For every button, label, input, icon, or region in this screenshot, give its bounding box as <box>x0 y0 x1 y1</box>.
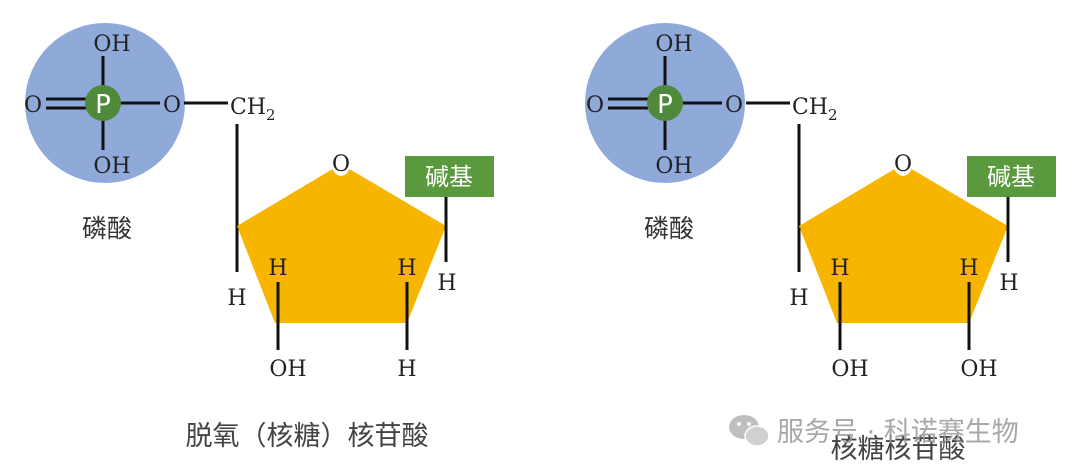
phosphate-label: 磷酸 <box>644 214 694 243</box>
phosphate-o-right: O <box>725 93 743 118</box>
h-c3: H <box>268 256 287 281</box>
phosphate-label: 磷酸 <box>82 214 132 243</box>
phosphate-o-left: O <box>24 93 42 118</box>
c2-substituent: OH <box>960 357 997 382</box>
ring-oxygen: O <box>894 152 912 177</box>
base-label: 碱基 <box>425 163 473 191</box>
phosphate-oh-top: OH <box>655 32 692 57</box>
ring-oxygen-bg <box>331 148 351 176</box>
c3-substituent: OH <box>269 357 306 382</box>
ch2-group: CH2 <box>792 95 838 124</box>
base-box <box>967 156 1056 197</box>
phosphorus-atom <box>85 85 121 121</box>
base-label: 碱基 <box>987 163 1035 191</box>
ch2-group: CH2 <box>230 95 276 124</box>
ribonucleotide-structure: P OH OH O O 磷酸 CH2 O H H OH H OH H 碱基 核糖… <box>585 23 1056 465</box>
h-c3: H <box>830 256 849 281</box>
deoxyribose-ring <box>237 164 446 323</box>
ring-oxygen: O <box>332 152 350 177</box>
deoxyribonucleotide-caption: 脱氧（核糖）核苷酸 <box>186 421 429 452</box>
ribose-ring <box>799 164 1008 323</box>
phosphorus-label: P <box>95 90 111 120</box>
wechat-icon <box>729 415 770 447</box>
h-c1: H <box>437 271 456 296</box>
c3-substituent: OH <box>831 357 868 382</box>
phosphorus-atom <box>647 85 683 121</box>
watermark-text: 服务号 · 科诺赛生物 <box>777 417 1019 448</box>
phosphorus-label: P <box>657 90 673 120</box>
h-c4: H <box>227 286 246 311</box>
phosphate-oh-bottom: OH <box>93 154 130 179</box>
c2-substituent: H <box>397 357 416 382</box>
h-c2: H <box>397 256 416 281</box>
h-c4: H <box>789 286 808 311</box>
deoxyribonucleotide-structure: P OH OH O O 磷酸 CH2 O H H OH H H H 碱基 脱氧（… <box>24 23 494 452</box>
h-c2: H <box>959 256 978 281</box>
phosphate-o-right: O <box>163 93 181 118</box>
ring-oxygen-bg <box>893 148 913 176</box>
watermark: 服务号 · 科诺赛生物 <box>729 415 1019 448</box>
ribonucleotide-caption: 核糖核苷酸 <box>831 434 966 465</box>
h-c1: H <box>999 271 1018 296</box>
base-box <box>405 156 494 197</box>
phosphate-oh-top: OH <box>93 32 130 57</box>
phosphate-oh-bottom: OH <box>655 154 692 179</box>
phosphate-o-left: O <box>586 93 604 118</box>
